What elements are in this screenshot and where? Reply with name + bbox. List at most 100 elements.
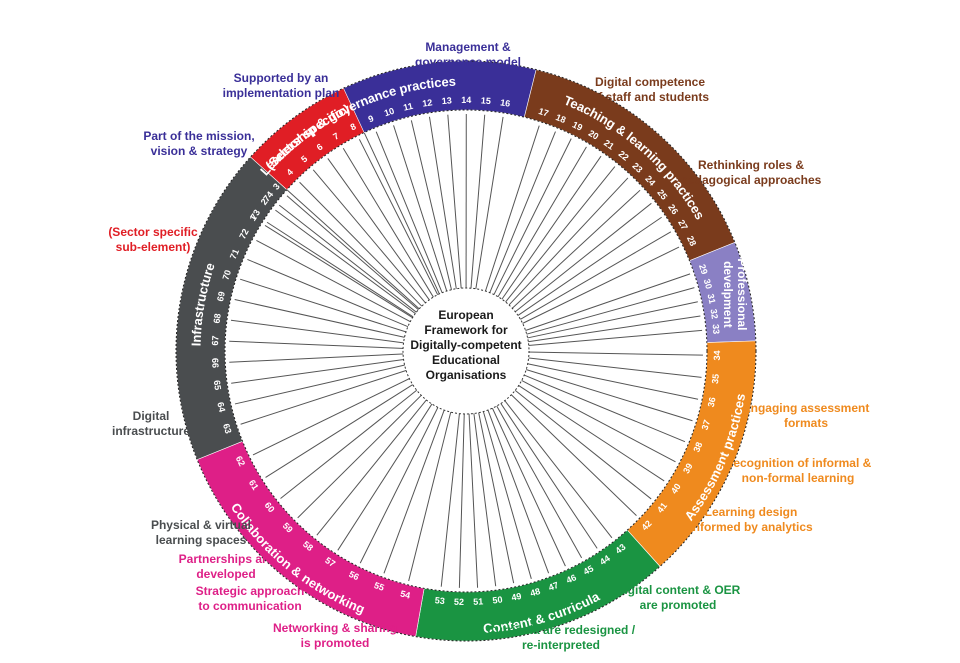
spoke-65 [231,358,406,384]
spoke-22 [503,166,616,304]
item-number-6: 6 [315,142,325,153]
spoke-50 [473,411,497,587]
spoke-1 [264,224,415,320]
item-number-21: 21 [602,138,616,152]
spoke-48 [482,409,532,579]
item-number-16: 16 [500,97,511,108]
item-number-40: 40 [669,482,683,496]
spoke-18 [488,131,556,295]
label-rethinking-roles: Rethinking roles &pedagogical approaches [680,158,822,187]
item-number-23: 23 [630,161,644,175]
item-number-46: 46 [565,572,578,585]
spoke-27 [518,231,672,321]
item-number-69: 69 [215,291,227,303]
spoke-9 [375,131,444,295]
item-number-33: 33 [711,324,722,335]
spoke-52 [458,411,465,588]
center-hub [402,287,530,415]
spoke-42 [509,393,637,516]
item-number-32: 32 [709,308,720,319]
label-mission-vision: Part of the mission,vision & strategy [143,129,255,158]
spoke-47 [486,407,550,574]
item-number-52: 52 [454,597,464,607]
label-curricula-redesigned: Curricula are redesigned /re-interpreted [486,623,636,652]
spoke-24 [510,189,641,310]
spoke-73 [266,221,416,319]
center-line-4: Educational [431,353,500,367]
spoke-30 [524,287,695,336]
spoke-63 [240,369,409,425]
spoke-74 [278,204,419,314]
spoke-31 [525,301,698,339]
spoke-55 [383,408,446,574]
spoke-36 [525,362,699,400]
center-line-1: European [438,308,494,322]
spoke-26 [516,216,662,317]
sector-boundary-spoke-1 [286,189,422,311]
item-number-25: 25 [655,188,669,202]
item-number-60: 60 [263,500,277,514]
spoke-16 [475,116,504,291]
item-number-54: 54 [399,588,411,600]
spoke-70 [239,278,409,333]
item-number-17: 17 [537,106,550,119]
spoke-41 [513,388,652,500]
item-number-70: 70 [221,269,234,282]
spoke-10 [393,125,448,294]
spoke-49 [477,410,515,584]
item-number-27: 27 [676,218,690,232]
ring-inner-border [224,109,708,593]
item-number-59: 59 [281,521,295,535]
item-number-15: 15 [480,95,491,106]
spoke-3 [286,195,421,312]
spoke-71 [247,258,410,328]
item-number-35: 35 [710,373,721,384]
spoke-25 [513,202,652,314]
spoke-58 [316,398,428,536]
item-number-7: 7 [331,131,340,142]
item-number-50: 50 [492,594,503,605]
spoke-62 [252,377,412,456]
item-number-12: 12 [422,97,433,108]
spoke-68 [230,319,406,344]
spoke-56 [359,405,440,564]
item-number-62: 62 [234,454,247,467]
item-number-41: 41 [655,501,669,515]
item-number-22: 22 [617,149,631,163]
item-number-20: 20 [587,128,601,142]
item-number-43: 43 [614,542,628,556]
item-number-61: 61 [247,478,261,492]
item-number-57: 57 [323,555,337,569]
item-number-64: 64 [215,401,227,413]
item-number-30: 30 [702,278,714,290]
spoke-17 [484,125,540,294]
spoke-28 [520,246,680,325]
spoke-13 [447,114,462,291]
spoke-6 [327,158,431,302]
spoke-4 [299,181,424,308]
item-number-24: 24 [643,174,657,188]
spoke-69 [234,299,407,339]
item-number-71: 71 [228,247,241,260]
spoke-46 [491,406,566,567]
item-number-53: 53 [434,595,445,606]
spoke-39 [519,379,676,463]
item-number-56: 56 [347,569,360,582]
spoke-23 [507,177,629,307]
spoke-67 [229,340,406,349]
item-number-31: 31 [706,293,718,305]
spoke-61 [265,383,415,478]
spoke-15 [470,114,486,291]
spoke-53 [440,411,461,587]
spoke-40 [516,384,665,482]
spoke-8 [358,139,440,297]
item-number-58: 58 [301,539,315,553]
